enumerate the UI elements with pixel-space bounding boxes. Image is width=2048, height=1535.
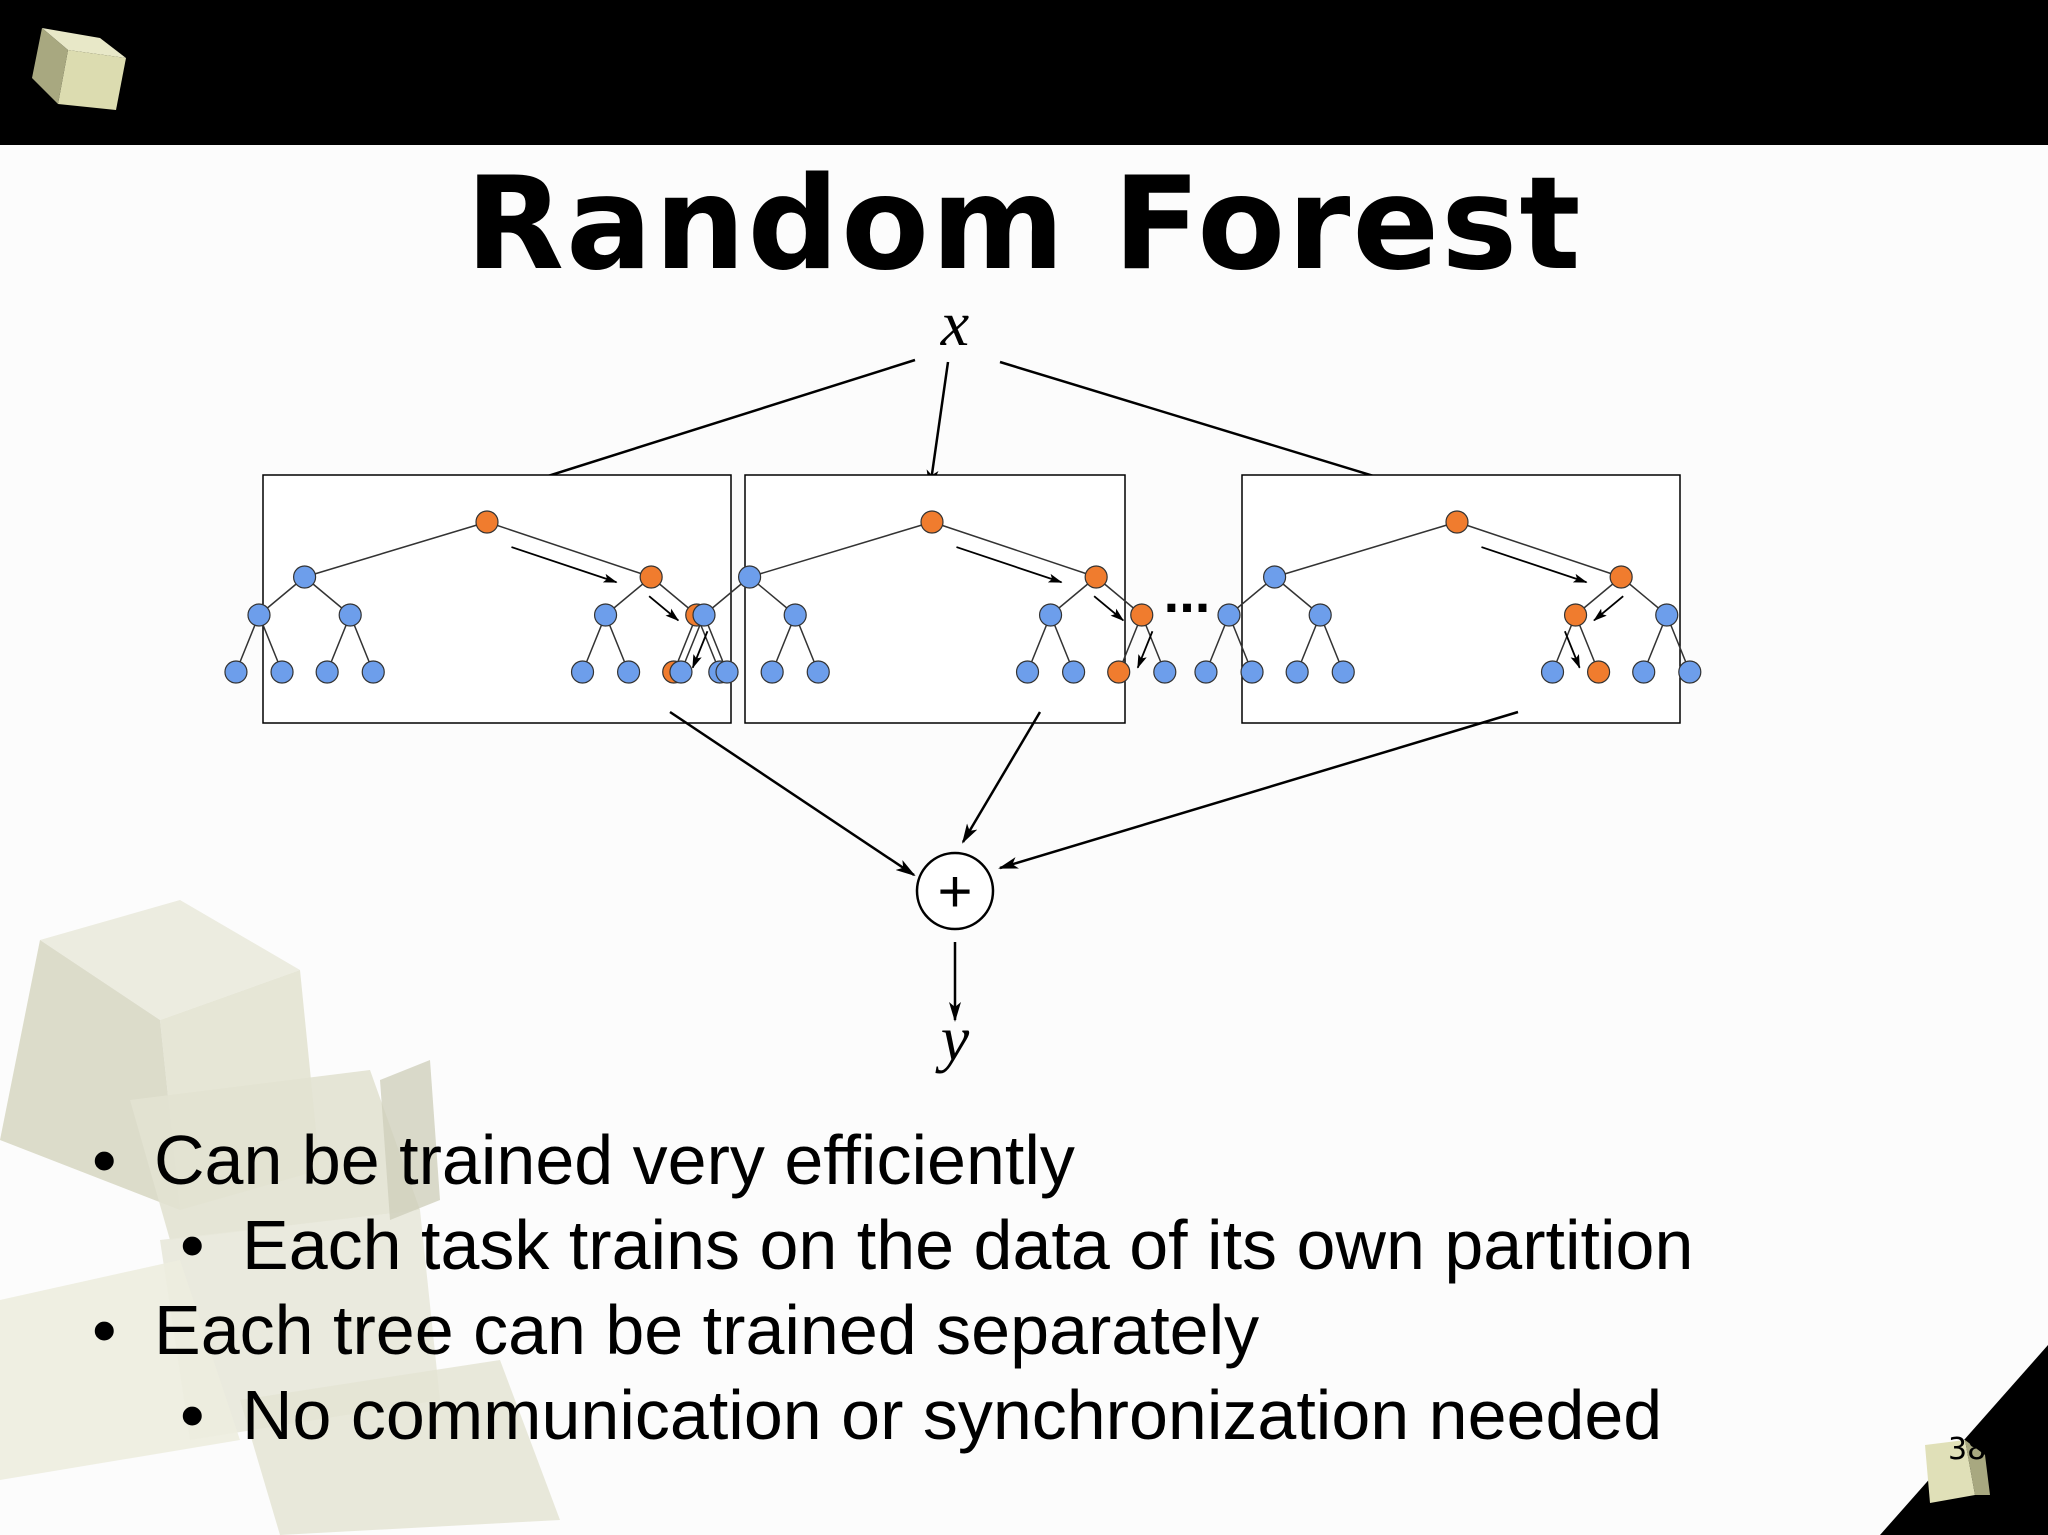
tree-node — [1015, 660, 1040, 684]
bullet-marker: • — [180, 1376, 205, 1454]
tree-node — [806, 660, 830, 684]
output-arrow-2 — [961, 711, 1042, 844]
decision-path-arrow — [1093, 595, 1125, 622]
tree-node — [270, 660, 294, 684]
bullet-item-level-2: • No communication or synchronization nee… — [180, 1375, 1662, 1455]
ellipsis: ... — [1164, 561, 1211, 624]
tree-node — [1038, 603, 1063, 627]
input-arrow-2 — [926, 361, 950, 490]
input-arrow-1 — [508, 358, 916, 490]
decision-path-arrow — [1564, 630, 1581, 669]
active-tree-node — [1107, 660, 1131, 684]
input-arrow-3 — [999, 360, 1415, 490]
tree-edge — [304, 521, 488, 578]
bullet-text: Can be trained very efficiently — [154, 1121, 1075, 1199]
tree-node — [361, 660, 385, 684]
decision-path-arrow — [1593, 595, 1624, 622]
combiner-node — [915, 851, 995, 931]
tree-node — [1540, 660, 1565, 684]
bullet-item-level-2: • Each task trains on the data of its own… — [180, 1205, 1693, 1285]
decorative-cubes — [0, 900, 560, 1535]
decision-path-arrow — [1481, 546, 1588, 584]
bullet-text: Each tree can be trained separately — [154, 1291, 1260, 1369]
decision-path-arrow — [648, 595, 680, 622]
tree-edge — [931, 521, 1097, 578]
bullet-text: No communication or synchronization need… — [242, 1376, 1663, 1454]
tree-node — [1217, 603, 1241, 627]
tree-node — [783, 603, 807, 627]
bullet-marker: • — [92, 1121, 117, 1199]
tree-node — [616, 660, 641, 684]
slide-title: Random Forest — [465, 150, 1583, 299]
tree-node — [760, 660, 784, 684]
active-tree-node — [920, 510, 944, 534]
page-number: 38 — [1948, 1432, 1987, 1467]
active-tree-node — [1586, 660, 1611, 684]
tree-node — [1331, 660, 1355, 684]
header-bar — [0, 0, 2048, 145]
tree-node — [715, 660, 739, 684]
tree-node — [1655, 603, 1679, 627]
cube-logo-icon — [32, 28, 126, 110]
bullet-marker: • — [180, 1206, 205, 1284]
tree-node — [1061, 660, 1086, 684]
bullet-marker: • — [92, 1291, 117, 1369]
output-arrow-1 — [669, 710, 916, 877]
corner-page-decoration — [1880, 1345, 2048, 1535]
tree-node — [1285, 660, 1309, 684]
tree-edge — [1456, 521, 1622, 578]
tree-node — [1262, 565, 1287, 589]
tree-node — [692, 603, 716, 627]
tree-node — [593, 603, 618, 627]
bullet-item-level-1: • Can be trained very efficiently — [92, 1120, 1075, 1200]
tree-node — [315, 660, 339, 684]
tree-node — [570, 660, 595, 684]
tree-node — [247, 603, 271, 627]
tree-node — [1240, 660, 1264, 684]
output-arrow-3 — [998, 710, 1519, 870]
bullet-text: Each task trains on the data of its own … — [242, 1206, 1694, 1284]
tree-node — [1678, 660, 1702, 684]
tree-edge — [1274, 521, 1458, 578]
active-tree-node — [1563, 603, 1588, 627]
tree-node — [293, 565, 317, 589]
tree-node — [1632, 660, 1656, 684]
tree-edge — [749, 521, 933, 578]
decision-path-arrow — [511, 546, 618, 584]
tree-node — [1194, 660, 1218, 684]
tree-node — [737, 565, 762, 589]
combiner-symbol: + — [937, 858, 972, 925]
active-tree-node — [1445, 510, 1469, 534]
tree-node — [669, 660, 693, 684]
random-forest-diagram: x y ... + — [224, 288, 1702, 1074]
tree-node — [1153, 660, 1177, 684]
active-tree-node — [1084, 565, 1108, 589]
active-tree-node — [639, 565, 663, 589]
tree-node — [224, 660, 248, 684]
decision-path-arrow — [1136, 630, 1154, 669]
tree-node — [338, 603, 362, 627]
tree-node — [1308, 603, 1332, 627]
decision-path-arrow — [691, 630, 709, 669]
input-label: x — [940, 288, 969, 359]
decision-path-arrow — [956, 546, 1063, 584]
active-tree-node — [1609, 565, 1633, 589]
output-label: y — [935, 1003, 970, 1074]
active-tree-node — [1130, 603, 1154, 627]
active-tree-node — [475, 510, 499, 534]
tree-box-1 — [262, 474, 732, 724]
tree-edge — [486, 521, 652, 578]
bullet-item-level-1: • Each tree can be trained separately — [92, 1290, 1259, 1370]
